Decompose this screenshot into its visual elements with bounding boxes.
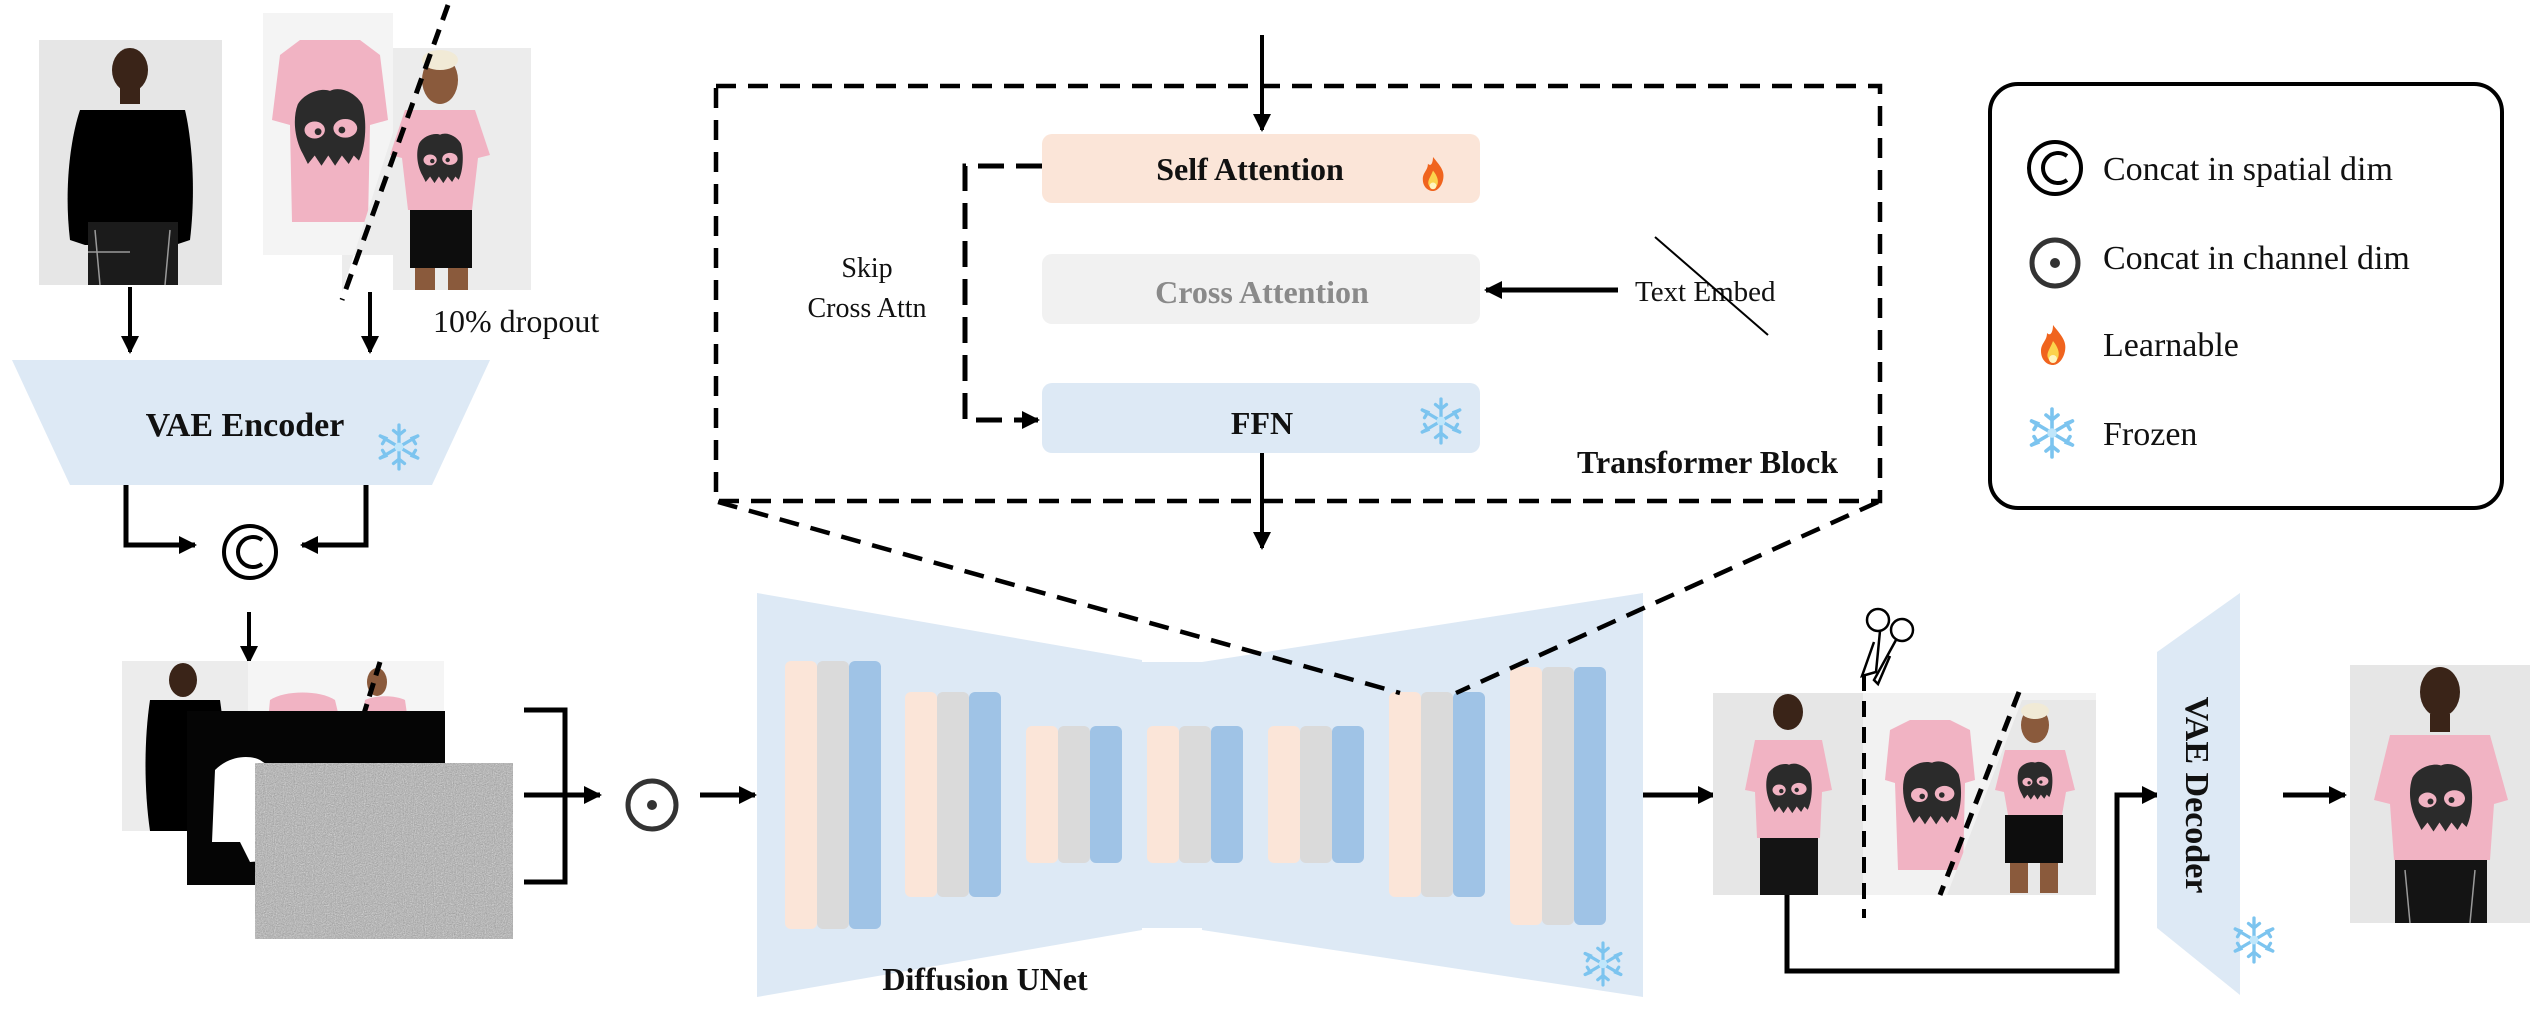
output-concat-image: [1713, 691, 2096, 896]
unet-ffn-bar: [849, 661, 881, 929]
unet-cross-attention-bar: [1058, 726, 1090, 863]
diffusion-unet: Diffusion UNet: [757, 593, 1643, 997]
unet-self-attention-bar: [1026, 726, 1058, 863]
skip-cross-attn-arrow: [962, 163, 1042, 429]
vae-decoder-label: VAE Decoder: [2178, 697, 2215, 894]
unet-cross-attention-bar: [937, 692, 969, 897]
unet-cross-attention-bar: [1542, 667, 1574, 925]
arrow-encoder-left-to-concat: [123, 485, 197, 554]
unet-cross-attention-bar: [1421, 692, 1453, 897]
unet-ffn-bar: [969, 692, 1001, 897]
unet-ffn-bar: [1453, 692, 1485, 897]
unet-self-attention-bar: [785, 661, 817, 929]
unet-self-attention-bar: [1268, 726, 1300, 863]
legend-item-concat-spatial: Concat in spatial dim: [2027, 140, 2393, 196]
arrow-encoder-right-to-concat: [300, 485, 369, 554]
fire-icon: [2041, 325, 2066, 365]
transformer-block-title: Transformer Block: [1577, 444, 1838, 480]
vae-decoder: VAE Decoder: [2157, 593, 2275, 995]
ffn-label: FFN: [1231, 405, 1293, 441]
zoom-line-right: [1455, 499, 1879, 696]
scissors-icon: [1860, 607, 1915, 687]
snowflake-icon: [2029, 407, 2075, 459]
unet-transformer-block: [905, 692, 1001, 897]
person-image: [39, 40, 222, 286]
legend: Concat in spatial dim Concat in channel …: [1988, 82, 2504, 510]
self-attention-block: Self Attention: [1042, 134, 1480, 203]
self-attention-label: Self Attention: [1156, 151, 1344, 187]
concat-channel-icon: [625, 778, 679, 832]
unet-self-attention-bar: [1510, 667, 1542, 925]
skip-label-line1: Skip: [841, 253, 892, 284]
concat-channel-icon: [2029, 237, 2081, 289]
legend-label: Frozen: [2103, 416, 2197, 453]
unet-transformer-block: [1268, 726, 1364, 863]
unet-cross-attention-bar: [817, 661, 849, 929]
unet-ffn-bar: [1090, 726, 1122, 863]
unet-cross-attention-bar: [1179, 726, 1211, 863]
input-stack: [122, 661, 513, 939]
legend-label: Concat in channel dim: [2103, 240, 2410, 277]
cross-attention-label: Cross Attention: [1155, 274, 1369, 310]
legend-label: Concat in spatial dim: [2103, 151, 2393, 188]
unet-transformer-block: [1510, 667, 1606, 925]
vae-encoder-label: VAE Encoder: [146, 407, 345, 444]
transformer-block-border: [713, 83, 1883, 504]
ffn-block: FFN: [1042, 383, 1480, 453]
garment-model-image: [263, 4, 531, 301]
dropout-label: 10% dropout: [433, 303, 599, 339]
unet-ffn-bar: [1574, 667, 1606, 925]
vae-encoder: VAE Encoder: [12, 360, 490, 485]
cross-attention-block: Cross Attention: [1042, 254, 1480, 324]
unet-label: Diffusion UNet: [882, 961, 1088, 997]
text-embed-strikethrough: [1654, 236, 1769, 336]
unet-transformer-block: [785, 661, 881, 929]
unet-cross-attention-bar: [1300, 726, 1332, 863]
arrow-output-to-decoder: [1784, 786, 2160, 974]
transformer-block: Self Attention Cross Attention FFN Skip …: [713, 35, 1883, 550]
unet-self-attention-bar: [1147, 726, 1179, 863]
unet-self-attention-bar: [905, 692, 937, 897]
legend-label: Learnable: [2103, 327, 2239, 364]
legend-item-learnable: Learnable: [2041, 325, 2239, 365]
legend-item-frozen: Frozen: [2029, 407, 2197, 459]
unet-blocks: [785, 661, 1606, 929]
unet-self-attention-bar: [1389, 692, 1421, 897]
concat-spatial-icon: [222, 524, 278, 580]
unet-ffn-bar: [1211, 726, 1243, 863]
stack-noise-image: [255, 763, 513, 939]
legend-border: [1988, 82, 2504, 510]
concat-spatial-icon: [2027, 140, 2083, 196]
unet-transformer-block: [1147, 726, 1243, 863]
snowflake-icon: [2233, 916, 2275, 964]
legend-item-concat-channel: Concat in channel dim: [2029, 237, 2410, 289]
zoom-line-left: [717, 499, 1401, 696]
skip-label-line2: Cross Attn: [807, 293, 926, 324]
unet-ffn-bar: [1332, 726, 1364, 863]
unet-transformer-block: [1026, 726, 1122, 863]
output-image: [2350, 665, 2530, 924]
unet-transformer-block: [1389, 692, 1485, 897]
